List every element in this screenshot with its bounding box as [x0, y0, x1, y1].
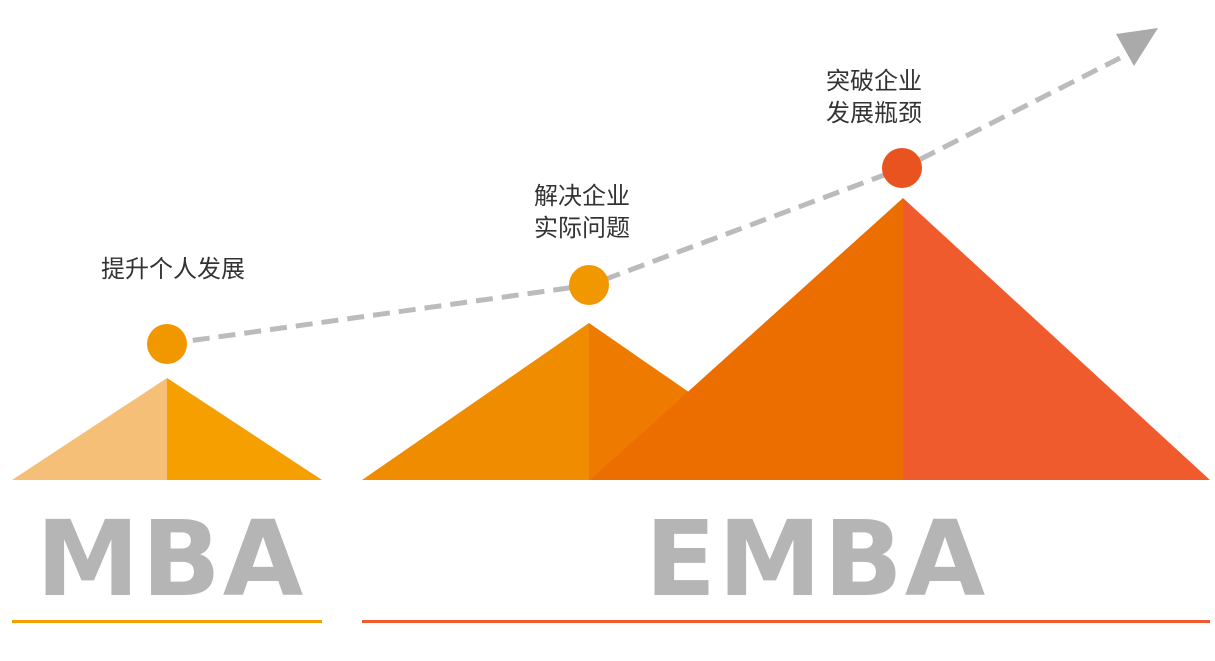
milestone-label-3: 突破企业 发展瓶颈	[826, 65, 922, 129]
milestone-2-line-1: 解决企业	[534, 182, 630, 210]
emba-label: EMBA	[645, 498, 988, 620]
mba-label: MBA	[36, 498, 306, 620]
milestone-3-line-2: 发展瓶颈	[826, 99, 922, 127]
trend-dashed-line	[166, 55, 1122, 347]
milestone-dot-1	[147, 324, 187, 364]
trend-arrow-head	[1116, 28, 1158, 66]
mba-mountain-right-face	[167, 378, 322, 480]
milestone-dot-3	[882, 148, 922, 188]
milestone-dot-2	[569, 265, 609, 305]
mba-underline	[12, 620, 322, 623]
milestone-label-2: 解决企业 实际问题	[534, 180, 630, 244]
mid-mountain-left-face	[362, 323, 589, 480]
milestone-label-1: 提升个人发展	[101, 253, 245, 285]
emba-underline	[362, 620, 1210, 623]
big-mountain-left-face	[590, 198, 903, 480]
milestone-3-line-1: 突破企业	[826, 67, 922, 95]
big-mountain-right-face	[903, 198, 1210, 480]
milestone-2-line-2: 实际问题	[534, 214, 630, 242]
milestone-1-line-1: 提升个人发展	[101, 255, 245, 283]
mba-mountain-left-face	[12, 378, 167, 480]
